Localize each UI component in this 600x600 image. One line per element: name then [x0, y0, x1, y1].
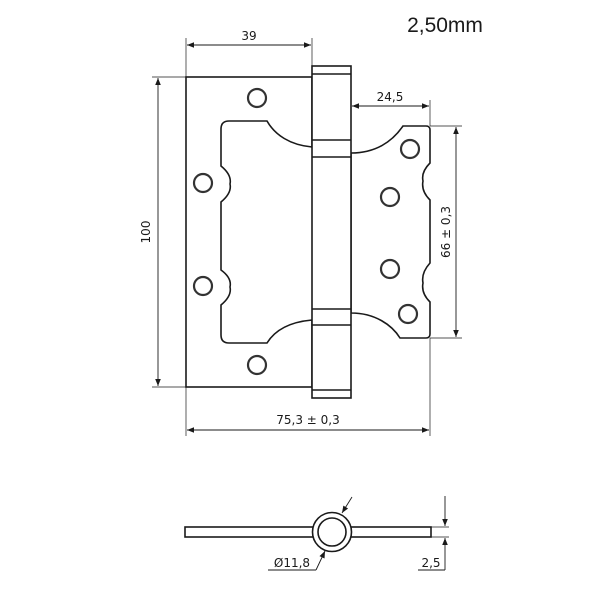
left-leaf-cutout [220, 120, 313, 344]
dimension-label: 2,5 [421, 556, 440, 570]
screw-hole [246, 87, 268, 109]
dimension-right-leaf-height: 66 ± 0,3 [430, 125, 462, 339]
screw-hole [379, 258, 401, 280]
dimension-label: 100 [139, 221, 153, 244]
thickness-title: 2,50mm [407, 14, 483, 37]
dimension-label: Ø11,8 [274, 556, 310, 570]
screw-hole [192, 172, 214, 194]
end-view-knuckle-inner [317, 517, 347, 547]
dimension-label: 24,5 [377, 90, 404, 104]
dimension-label: 66 ± 0,3 [439, 206, 453, 258]
dimension-height: 100 [139, 76, 186, 388]
screw-holes [192, 87, 421, 376]
screw-hole [399, 138, 421, 160]
screw-hole [192, 275, 214, 297]
right-leaf [350, 125, 431, 339]
dimension-total-width: 75,3 ± 0,3 [185, 338, 431, 436]
screw-hole [379, 186, 401, 208]
dimension-leaf-width: 39 [185, 29, 313, 77]
screw-hole [397, 303, 419, 325]
dimension-label: 75,3 ± 0,3 [276, 413, 340, 427]
dimension-label: 39 [241, 29, 256, 43]
dimension-right-leaf-width: 24,5 [352, 90, 431, 126]
knuckle [311, 65, 352, 399]
end-view: Ø11,8 2,5 [184, 496, 449, 571]
end-view-plate [184, 526, 432, 538]
screw-hole [246, 354, 268, 376]
